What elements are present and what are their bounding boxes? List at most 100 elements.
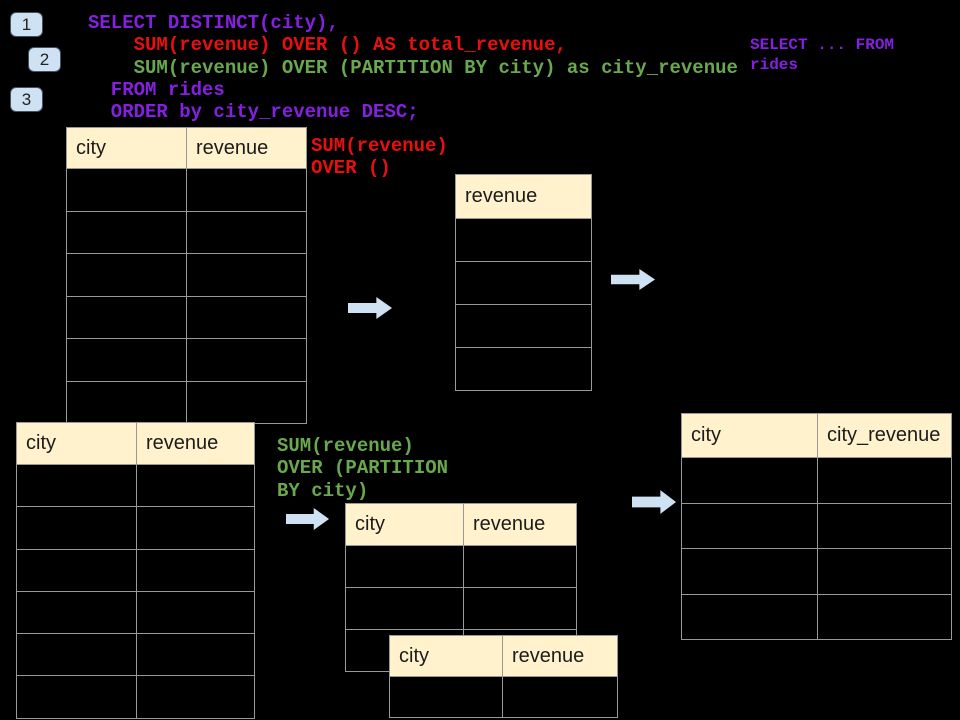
text-line: FROM rides xyxy=(88,78,225,101)
right-arrow-icon xyxy=(348,297,393,319)
empty-cell xyxy=(186,253,307,297)
empty-cell xyxy=(455,261,592,305)
text-line: BY city) xyxy=(277,479,369,502)
table-row xyxy=(66,253,307,297)
empty-cell xyxy=(66,338,187,382)
table-row xyxy=(681,457,952,504)
sql-code-block: SELECT DISTINCT(city), SUM(revenue) OVER… xyxy=(88,12,738,123)
empty-cell xyxy=(186,210,307,254)
empty-cell xyxy=(681,457,818,504)
empty-cell xyxy=(681,548,818,595)
right-arrow-icon xyxy=(632,490,677,514)
text-line: SUM(revenue) xyxy=(277,435,414,457)
column-header-revenue: revenue xyxy=(186,127,307,169)
empty-cell xyxy=(136,675,255,719)
empty-cell xyxy=(136,590,255,635)
empty-cell xyxy=(136,463,255,508)
table-row xyxy=(66,210,307,254)
empty-cell xyxy=(16,675,137,719)
step-badge-1: 1 xyxy=(11,13,42,36)
empty-cell xyxy=(681,502,818,549)
empty-cell xyxy=(186,295,307,339)
table-row xyxy=(681,502,952,549)
table-row xyxy=(16,590,255,635)
column-header-revenue: revenue xyxy=(136,422,255,465)
table-row xyxy=(455,304,592,348)
empty-cell xyxy=(186,380,307,424)
header-row: city revenue xyxy=(389,635,618,677)
header-row: city revenue xyxy=(345,503,577,546)
text-line: OVER (PARTITION xyxy=(277,457,449,480)
partition-table-overlay: city revenue xyxy=(389,635,618,718)
empty-cell xyxy=(136,633,255,677)
column-header-revenue: revenue xyxy=(455,174,592,219)
table-row xyxy=(389,676,618,718)
empty-cell xyxy=(16,633,137,677)
step-badge-2: 2 xyxy=(29,48,60,71)
column-header-city: city xyxy=(681,413,818,458)
empty-cell xyxy=(66,253,187,297)
column-header-city: city xyxy=(66,127,187,169)
empty-cell xyxy=(817,548,952,595)
table-row xyxy=(345,545,577,588)
empty-cell xyxy=(681,593,818,640)
empty-cell xyxy=(502,676,618,718)
empty-cell xyxy=(136,506,255,550)
empty-cell xyxy=(389,676,503,718)
header-row: city city_revenue xyxy=(681,413,952,458)
empty-cell xyxy=(817,457,952,504)
column-header-city: city xyxy=(389,635,503,677)
text-line: OVER () xyxy=(311,157,391,180)
empty-cell xyxy=(186,338,307,382)
empty-cell xyxy=(463,587,577,630)
table-row xyxy=(345,587,577,630)
empty-cell xyxy=(16,506,137,550)
right-arrow-icon xyxy=(286,508,330,530)
total-revenue-table: revenue xyxy=(455,174,592,391)
column-header-city: city xyxy=(345,503,464,546)
table-row xyxy=(16,675,255,719)
text-line: SUM(revenue) OVER () AS total_revenue, xyxy=(88,34,567,57)
table-row xyxy=(681,548,952,595)
empty-cell xyxy=(66,380,187,424)
empty-cell xyxy=(463,545,577,588)
source-table-top: city revenue xyxy=(66,127,307,424)
column-header-city-revenue: city_revenue xyxy=(817,413,952,458)
table-row xyxy=(16,548,255,592)
text-line: SUM(revenue) xyxy=(311,135,448,157)
empty-cell xyxy=(817,593,952,640)
table-row xyxy=(455,218,592,262)
empty-cell xyxy=(66,168,187,212)
table-row xyxy=(16,506,255,550)
text-line: rides xyxy=(750,55,799,74)
empty-cell xyxy=(455,218,592,262)
table-row xyxy=(681,593,952,640)
text-line: SELECT DISTINCT(city), xyxy=(88,12,339,34)
table-row xyxy=(16,633,255,677)
text-line: SUM(revenue) OVER (PARTITION BY city) as… xyxy=(88,56,738,79)
table-row xyxy=(455,347,592,391)
table-row xyxy=(455,261,592,305)
result-table: city city_revenue xyxy=(681,413,952,640)
table-row xyxy=(66,380,307,424)
empty-cell xyxy=(16,463,137,508)
column-header-revenue: revenue xyxy=(502,635,618,677)
table-row xyxy=(66,295,307,339)
header-row: revenue xyxy=(455,174,592,219)
header-row: city revenue xyxy=(16,422,255,465)
empty-cell xyxy=(66,295,187,339)
empty-cell xyxy=(66,210,187,254)
empty-cell xyxy=(455,347,592,391)
empty-cell xyxy=(16,548,137,592)
text-line: ORDER by city_revenue DESC; xyxy=(88,101,419,124)
empty-cell xyxy=(186,168,307,212)
empty-cell xyxy=(136,548,255,592)
table-row xyxy=(16,463,255,508)
annotation-sum-over-all: SUM(revenue)OVER () xyxy=(311,135,448,180)
text-line: SELECT ... FROM xyxy=(750,36,895,54)
column-header-revenue: revenue xyxy=(463,503,577,546)
table-row xyxy=(66,168,307,212)
